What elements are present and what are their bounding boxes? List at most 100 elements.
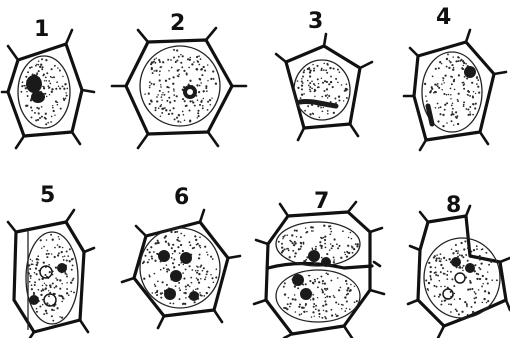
granule	[47, 250, 49, 252]
granule	[440, 271, 442, 273]
granule	[166, 264, 168, 266]
granule	[212, 70, 214, 72]
granule	[51, 91, 53, 93]
granule	[453, 285, 455, 287]
granule	[170, 59, 172, 61]
granule	[326, 81, 328, 83]
granule	[303, 71, 305, 73]
granule	[283, 286, 285, 288]
granule	[182, 55, 184, 57]
granule	[174, 250, 176, 252]
granule	[151, 256, 153, 258]
granule	[346, 255, 348, 257]
granule	[332, 245, 334, 247]
granule	[189, 110, 191, 112]
granule	[154, 260, 156, 262]
granule	[168, 244, 170, 246]
granule	[45, 59, 47, 61]
granule	[475, 93, 476, 94]
granule	[286, 248, 287, 249]
granule	[179, 287, 180, 288]
granule	[443, 257, 445, 259]
granule	[332, 86, 334, 88]
granule	[307, 80, 309, 82]
granule	[308, 68, 310, 70]
nucleus-6e	[189, 291, 199, 301]
granule	[435, 107, 437, 109]
granule	[344, 310, 346, 312]
granule	[457, 99, 459, 101]
panel-2: 2	[112, 11, 246, 148]
granule	[278, 241, 280, 243]
panel-label-1: 1	[34, 17, 49, 42]
nucleus-7d	[300, 288, 312, 300]
nucleus-7a	[308, 250, 320, 262]
granule	[304, 110, 306, 112]
granule	[294, 294, 296, 296]
granule	[27, 95, 29, 97]
granule	[160, 84, 161, 85]
granule	[30, 275, 32, 277]
granule	[449, 259, 450, 260]
granule	[430, 271, 432, 273]
granule	[145, 255, 147, 257]
granule	[467, 94, 469, 96]
granule	[62, 247, 64, 249]
granule	[62, 76, 63, 77]
granule	[461, 255, 463, 257]
granule	[163, 94, 165, 96]
granule	[341, 84, 343, 86]
granule	[180, 244, 182, 246]
cytoplasm-2	[140, 46, 220, 126]
granule	[48, 80, 50, 82]
granule	[312, 282, 314, 284]
granule	[472, 103, 474, 105]
granule	[463, 248, 465, 250]
granule	[203, 98, 204, 99]
granule	[50, 76, 52, 78]
granule	[199, 104, 201, 106]
granule	[173, 94, 175, 96]
granule	[333, 295, 335, 297]
granule	[48, 253, 50, 255]
granule	[287, 303, 289, 305]
granule	[450, 88, 451, 89]
granule	[30, 106, 32, 108]
granule	[178, 73, 180, 75]
granule	[466, 255, 467, 256]
granule	[338, 303, 340, 305]
granule	[330, 76, 332, 78]
granule	[476, 78, 478, 80]
nucleus-1	[26, 75, 42, 93]
granule	[302, 76, 304, 78]
granule	[436, 286, 438, 288]
granule	[61, 317, 63, 319]
granule	[327, 64, 329, 66]
granule	[54, 287, 56, 289]
granule	[47, 122, 49, 124]
granule	[476, 83, 478, 85]
granule	[41, 116, 43, 118]
granule	[147, 249, 149, 251]
granule	[443, 82, 444, 83]
granule	[437, 103, 439, 105]
granule	[491, 279, 493, 281]
panel-7: 7	[254, 189, 384, 338]
granule	[197, 112, 199, 114]
granule	[164, 237, 166, 239]
granule	[435, 91, 437, 93]
granule	[451, 105, 453, 107]
granule	[312, 311, 314, 313]
granule	[51, 253, 52, 254]
granule	[476, 273, 478, 275]
granule	[41, 58, 43, 60]
granule	[327, 97, 329, 99]
granule	[347, 293, 349, 295]
granule	[207, 109, 209, 111]
granule	[312, 294, 314, 296]
granule	[451, 83, 453, 85]
granule	[34, 281, 36, 283]
granule	[199, 236, 201, 238]
granule	[330, 81, 332, 83]
granule	[66, 250, 68, 252]
